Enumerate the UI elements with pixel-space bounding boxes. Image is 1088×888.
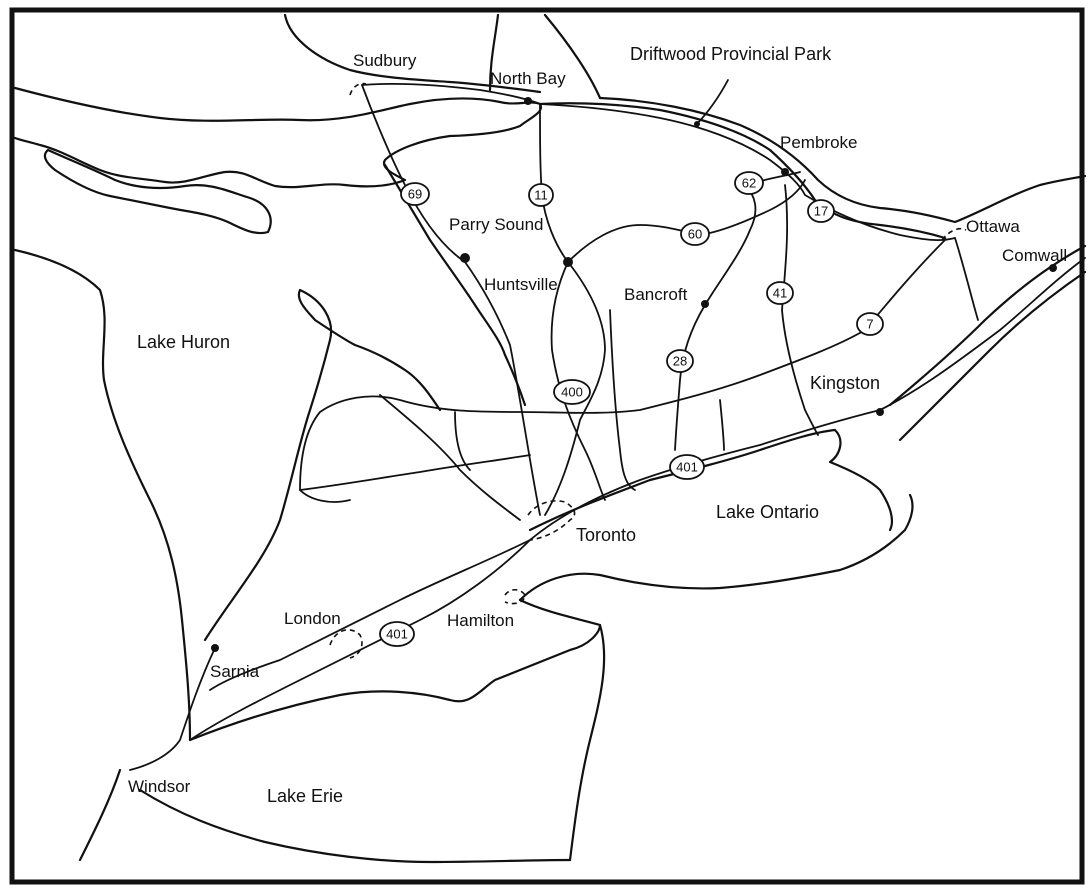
highway-60-shield: 60 — [680, 222, 710, 246]
driftwood-label: Driftwood Provincial Park — [630, 44, 832, 64]
sarnia-dot — [211, 644, 219, 652]
north-shore-lake-huron — [13, 86, 543, 189]
london-outline — [329, 629, 363, 659]
highway-17-shield: 17 — [807, 199, 835, 223]
ottawa-label: Ottawa — [966, 217, 1020, 236]
london-label: London — [284, 609, 341, 628]
highway-401-west-shield: 401 — [379, 621, 415, 647]
svg-text:7: 7 — [866, 317, 873, 332]
parry-sound-dot — [460, 253, 470, 263]
sarnia-label: Sarnia — [210, 662, 260, 681]
bancroft-dot — [701, 300, 709, 308]
svg-text:62: 62 — [742, 176, 756, 191]
highway-7-shield: 7 — [856, 312, 884, 336]
bancroft-label: Bancroft — [624, 285, 688, 304]
huntsville-dot — [563, 257, 573, 267]
lake-erie-north-shore — [188, 623, 602, 742]
highway-11-road — [539, 103, 606, 516]
toronto-sarnia-road — [209, 539, 531, 691]
highway-400-shield: 400 — [553, 379, 591, 405]
bruce-peninsula — [203, 288, 442, 642]
svg-text:41: 41 — [773, 286, 787, 301]
sudbury-outline — [349, 82, 367, 96]
lake-ontario-south-shore — [518, 493, 914, 602]
hamilton-outline — [504, 588, 526, 605]
highway-401-east-shield: 401 — [669, 454, 705, 480]
ottawa-outline — [941, 227, 967, 241]
highway-41-shield: 41 — [766, 281, 794, 305]
lake-ontario-label: Lake Ontario — [716, 502, 819, 522]
north-bay-dot — [524, 97, 532, 105]
highway-41-road — [781, 184, 819, 436]
ottawa-river-north — [598, 96, 1087, 224]
svg-text:401: 401 — [676, 460, 698, 475]
lake-erie-south-shore — [78, 768, 572, 864]
highway-28-road — [674, 304, 706, 451]
parry-sound-label: Parry Sound — [449, 215, 544, 234]
st-lawrence-river-south — [898, 270, 1087, 442]
svg-text:11: 11 — [534, 188, 548, 203]
sudbury-label: Sudbury — [353, 51, 417, 70]
ottawa-river-south — [538, 102, 947, 240]
highway-60-road — [567, 179, 806, 263]
georgian-bay-east-shore — [383, 163, 527, 407]
manitoulin-island — [43, 148, 272, 235]
cross-road-central — [609, 309, 725, 491]
windsor-label: Windsor — [128, 777, 191, 796]
highway-11-shield: 11 — [528, 183, 554, 207]
svg-text:69: 69 — [408, 187, 422, 202]
svg-text:401: 401 — [386, 627, 408, 642]
highway-69-road — [361, 84, 541, 516]
svg-text:17: 17 — [814, 204, 828, 219]
svg-text:28: 28 — [673, 354, 687, 369]
pembroke-label: Pembroke — [780, 133, 857, 152]
cross-road-west — [379, 394, 521, 521]
cornwall-dot — [1049, 264, 1057, 272]
north-bay-sudbury-road — [361, 82, 541, 105]
highway-62-road — [704, 171, 801, 306]
hamilton-label: Hamilton — [447, 611, 514, 630]
driftwood-leader-line — [696, 79, 729, 125]
highway-7-road — [299, 239, 946, 503]
kingston-dot — [876, 408, 884, 416]
lake-huron-east-shore — [13, 248, 192, 742]
northern-boundary-line — [283, 13, 602, 100]
ottawa-kingston-road — [954, 237, 979, 321]
huntsville-label: Huntsville — [484, 275, 558, 294]
highway-62-shield: 62 — [734, 171, 764, 195]
huntsville-barrie-road — [299, 454, 531, 491]
lake-huron-label: Lake Huron — [137, 332, 230, 352]
kingston-label: Kingston — [810, 373, 880, 393]
highway-401-road — [189, 257, 1086, 741]
svg-text:60: 60 — [688, 227, 702, 242]
lake-erie-label: Lake Erie — [267, 786, 343, 806]
svg-text:400: 400 — [561, 385, 583, 400]
lake-ontario-north-shore — [528, 428, 894, 532]
toronto-outline — [527, 500, 576, 541]
toronto-label: Toronto — [576, 525, 636, 545]
north-bay-label: North Bay — [490, 69, 566, 88]
map-border — [9, 7, 1085, 885]
pembroke-dot — [781, 168, 789, 176]
highway-28-shield: 28 — [666, 349, 694, 373]
niagara-peninsula — [518, 598, 606, 862]
cornwall-label: Comwall — [1002, 246, 1067, 265]
windsor-sarnia-road — [129, 647, 216, 771]
highway-69-shield: 69 — [400, 182, 430, 206]
